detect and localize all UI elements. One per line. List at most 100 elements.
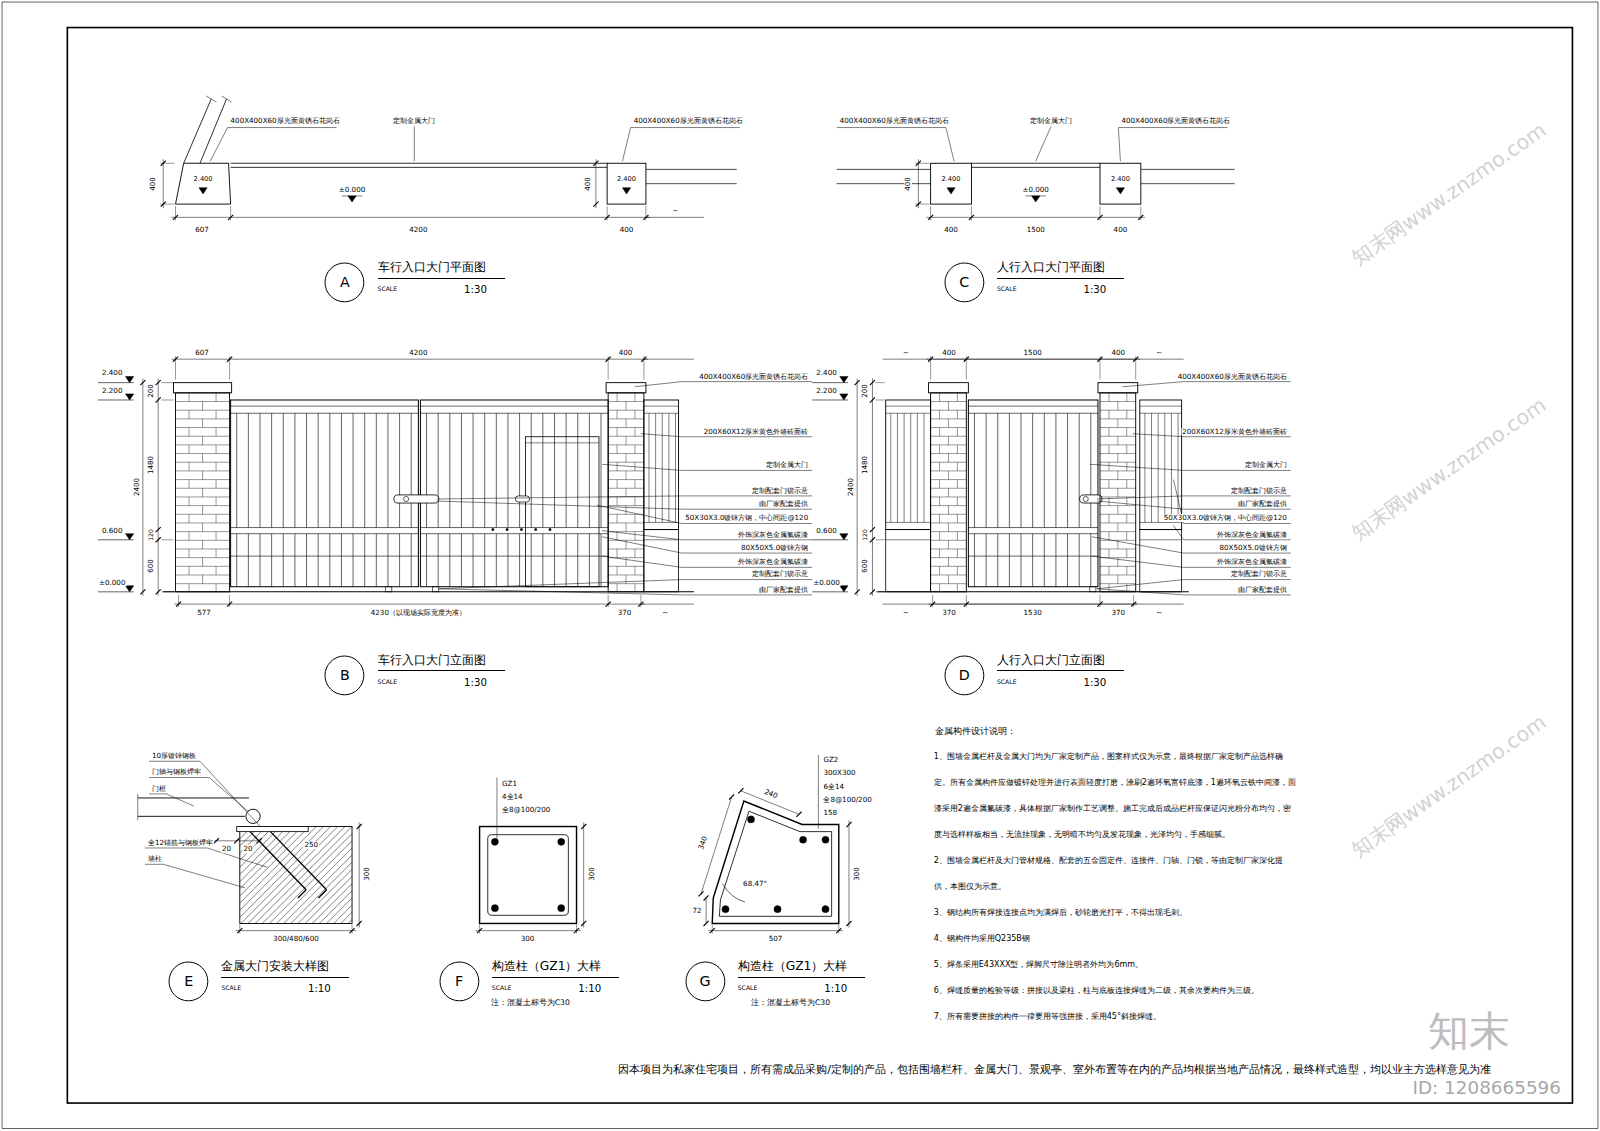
fence-bar xyxy=(1158,413,1159,522)
brick-joint xyxy=(1117,402,1118,411)
brick-course xyxy=(931,410,967,411)
brick-joint xyxy=(1117,558,1118,567)
leader-line xyxy=(682,539,813,540)
extension-line xyxy=(1099,356,1100,379)
callout-text: 300X300 xyxy=(822,770,856,778)
gate-bar xyxy=(1055,534,1056,587)
brick-joint xyxy=(634,480,635,489)
leader-line xyxy=(641,434,682,437)
brick-joint xyxy=(939,549,940,558)
extension-line xyxy=(930,206,931,220)
dimension-text: 600 xyxy=(147,558,155,574)
level-text: 2.400 xyxy=(193,176,214,183)
dimension-text: 2400 xyxy=(133,477,141,497)
gate-plan xyxy=(231,163,608,164)
dimension-text: 607 xyxy=(194,226,210,234)
dimension-text: 1530 xyxy=(1023,609,1043,617)
brick-course xyxy=(608,548,644,549)
leader-line xyxy=(1092,537,1184,553)
detail-marker: E金属大门安装大样图SCALE1:10 xyxy=(168,961,209,1002)
extension-line xyxy=(1099,595,1100,607)
fence-bar xyxy=(668,413,669,522)
fence-bar xyxy=(897,413,898,522)
brick-course xyxy=(176,583,230,584)
level-line xyxy=(98,539,134,540)
wall-line xyxy=(646,169,737,170)
lock-knob xyxy=(1083,496,1088,501)
pillar-cap xyxy=(929,383,969,393)
wall-line xyxy=(837,183,931,184)
dimension-tick xyxy=(156,397,161,402)
brick-joint xyxy=(1108,393,1109,402)
fence-bar xyxy=(1178,413,1179,522)
leader-line xyxy=(837,127,946,128)
detail-marker: F构造柱（GZ1）大样SCALE1:10 xyxy=(439,961,480,1002)
brick-joint xyxy=(189,462,190,471)
gate-bar xyxy=(1067,413,1068,527)
dimension-tick xyxy=(855,380,860,385)
brick-joint xyxy=(1126,549,1127,558)
gate-bar xyxy=(507,413,508,527)
gate-bar xyxy=(997,413,998,527)
note-item: 2、围墙金属栏杆及大门管材规格、配套的五金固定件、连接件、门轴、门锁，等由定制厂… xyxy=(934,848,1296,900)
scale-value: 1:30 xyxy=(1083,677,1106,688)
rebar-dot xyxy=(491,905,498,912)
gate-rail xyxy=(231,533,419,534)
brick-joint xyxy=(189,428,190,437)
gate-rail xyxy=(968,533,1098,534)
brick-joint xyxy=(957,428,958,437)
brick-joint xyxy=(1117,575,1118,584)
callout-text: 由厂家配套提供 xyxy=(1237,586,1288,594)
extension-line xyxy=(161,539,173,540)
fence-rail xyxy=(1140,413,1182,414)
leader-line xyxy=(635,382,682,387)
brick-joint xyxy=(1108,532,1109,541)
gate-bar xyxy=(353,413,354,527)
gate-rail xyxy=(420,413,608,414)
gate-bar xyxy=(986,413,987,527)
brick-joint xyxy=(948,558,949,567)
wicket-door xyxy=(526,437,599,587)
brick-joint xyxy=(189,480,190,489)
gate-bar xyxy=(306,534,307,587)
dimension-text: ~ xyxy=(902,609,910,617)
leader-line xyxy=(818,755,819,828)
leader-line xyxy=(1036,127,1051,162)
marker-letter: F xyxy=(455,974,463,990)
rebar-dot xyxy=(558,905,565,912)
bolt-dot xyxy=(534,528,536,530)
fence-bar xyxy=(1171,413,1172,522)
brick-joint xyxy=(216,584,217,592)
brick-pillar xyxy=(931,393,967,592)
brick-course xyxy=(1100,427,1136,428)
dimension-tick xyxy=(796,812,801,817)
brick-joint xyxy=(1117,523,1118,532)
dimension-line xyxy=(142,379,143,596)
callout-text: 200X60X12厚米黄色外墙砖面砖 xyxy=(1181,428,1288,436)
brick-joint xyxy=(948,419,949,428)
gate-bar xyxy=(306,413,307,527)
note-item: 7、所有需要拼接的构件一律要用等强拼接，采用45°斜接焊缝。 xyxy=(934,1004,1296,1030)
brick-joint xyxy=(1117,436,1118,445)
dimension-text: 300 xyxy=(520,935,536,943)
extension-line xyxy=(932,595,933,607)
callout-text: 50X30X3.0镀锌方钢，中心间距@120 xyxy=(1163,514,1288,522)
leader-line xyxy=(682,381,813,382)
callout-text: 80X50X5.0镀锌方钢 xyxy=(740,544,809,552)
gate-bar xyxy=(1021,534,1022,587)
scale-label: SCALE xyxy=(738,984,758,991)
extension-line xyxy=(175,206,176,220)
brick-joint xyxy=(189,514,190,523)
gate-bar xyxy=(341,413,342,527)
gate-rail xyxy=(231,406,419,407)
brick-joint xyxy=(957,410,958,419)
leader-line xyxy=(496,778,497,841)
dimension-text: 370 xyxy=(1111,609,1127,617)
brick-joint xyxy=(626,419,627,428)
dimension-text: 400 xyxy=(1111,349,1127,357)
fence-bar xyxy=(675,413,676,522)
brick-joint xyxy=(626,523,627,532)
brick-joint xyxy=(1108,462,1109,471)
leader-line xyxy=(602,531,682,540)
brick-joint xyxy=(617,428,618,437)
